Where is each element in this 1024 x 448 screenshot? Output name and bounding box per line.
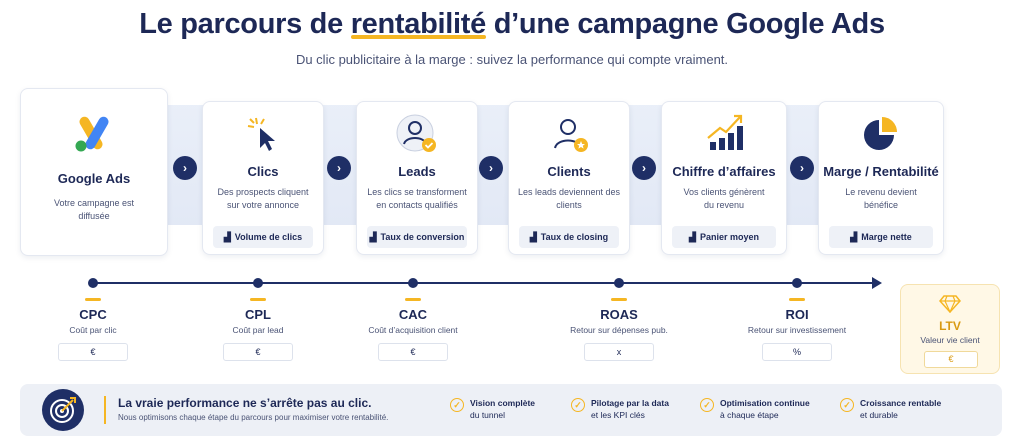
next-arrow-icon: › — [790, 156, 814, 180]
kpi-chip: ▟Marge nette — [829, 226, 933, 248]
ltv-box: LTV Valeur vie client € — [900, 284, 1000, 374]
title-highlight: rentabilité — [350, 8, 486, 40]
step-card-chiffre-affaires: Chiffre d’affaires Vos clients génèrent … — [661, 101, 787, 255]
step-title: Chiffre d’affaires — [672, 164, 776, 179]
bar-chart-icon: ▟ — [223, 231, 231, 242]
metric-accent — [85, 298, 101, 301]
page-title: Le parcours de rentabilité d’une campagn… — [139, 8, 885, 40]
kpi-chip: ▟Panier moyen — [672, 226, 776, 248]
step-card-clients: Clients Les leads deviennent des clients… — [508, 101, 630, 255]
timeline-dot — [408, 278, 418, 288]
metric-desc: Coût par clic — [69, 325, 117, 335]
check-circle-icon: ✓ — [840, 398, 854, 412]
step-desc: Votre campagne est diffusée — [53, 198, 135, 222]
check-circle-icon: ✓ — [700, 398, 714, 412]
step-title: Google Ads — [57, 171, 131, 186]
metric-cpl: CPL Coût par lead € — [198, 298, 318, 361]
step-card-google-ads: Google Ads Votre campagne est diffusée — [20, 88, 168, 256]
step-title: Clics — [247, 164, 279, 179]
metric-desc: Coût d’acquisition client — [368, 325, 458, 335]
check-circle-icon: ✓ — [450, 398, 464, 412]
next-arrow-icon: › — [632, 156, 656, 180]
next-arrow-icon: › — [479, 156, 503, 180]
step-desc: Les leads deviennent des clients — [517, 187, 621, 211]
ltv-desc: Valeur vie client — [920, 335, 980, 345]
diamond-icon — [939, 295, 961, 313]
user-star-icon — [554, 119, 588, 152]
bar-chart-icon: ▟ — [369, 231, 377, 242]
pie-chart-icon — [864, 117, 897, 150]
page-subtitle: Du clic publicitaire à la marge : suivez… — [295, 52, 729, 67]
metric-unit-field: % — [762, 343, 832, 361]
step-title: Leads — [398, 164, 436, 179]
footer-divider — [104, 396, 106, 424]
bar-chart-icon: ▟ — [529, 231, 537, 242]
footer-banner: La vraie performance ne s’arrête pas au … — [20, 384, 1002, 436]
metric-cpc: CPC Coût par clic € — [33, 298, 153, 361]
step-desc: Les clics se transforment en contacts qu… — [367, 187, 467, 211]
step-desc: Le revenu devient bénéfice — [845, 187, 917, 211]
google-ads-logo-icon — [75, 116, 109, 152]
step-card-marge: Marge / Rentabilité Le revenu devient bé… — [818, 101, 944, 255]
metric-unit-field: x — [584, 343, 654, 361]
step-card-clics: Clics Des prospects cliquent sur votre a… — [202, 101, 324, 255]
target-icon — [42, 389, 84, 431]
step-title: Marge / Rentabilité — [823, 164, 939, 179]
timeline-dot — [88, 278, 98, 288]
metric-accent — [789, 298, 805, 301]
check-circle-icon: ✓ — [571, 398, 585, 412]
metric-roas: ROAS Retour sur dépenses pub. x — [559, 298, 679, 361]
metric-name: CPC — [79, 307, 107, 322]
metric-cac: CAC Coût d’acquisition client € — [353, 298, 473, 361]
metric-accent — [611, 298, 627, 301]
ltv-unit-field: € — [924, 351, 978, 368]
step-card-leads: Leads Les clics se transforment en conta… — [356, 101, 478, 255]
metric-unit-field: € — [223, 343, 293, 361]
timeline-dot — [792, 278, 802, 288]
user-check-icon — [396, 114, 436, 152]
next-arrow-icon: › — [173, 156, 197, 180]
metric-name: CAC — [398, 307, 428, 322]
bar-chart-icon: ▟ — [689, 231, 696, 242]
step-desc: Des prospects cliquent sur votre annonce — [217, 187, 309, 211]
ltv-name: LTV — [939, 319, 961, 333]
metric-name: ROAS — [600, 307, 638, 322]
timeline-dot — [614, 278, 624, 288]
metric-desc: Retour sur investissement — [747, 325, 847, 335]
metric-accent — [250, 298, 266, 301]
footer-headline: La vraie performance ne s’arrête pas au … — [118, 396, 372, 410]
metric-roi: ROI Retour sur investissement % — [737, 298, 857, 361]
metric-unit-field: € — [58, 343, 128, 361]
metric-name: ROI — [785, 307, 809, 322]
next-arrow-icon: › — [327, 156, 351, 180]
metric-accent — [405, 298, 421, 301]
kpi-chip: ▟Taux de closing — [519, 226, 619, 248]
step-desc: Vos clients génèrent du revenu — [683, 187, 765, 211]
footer-sub: Nous optimisons chaque étape du parcours… — [118, 413, 389, 422]
timeline-arrow-icon — [872, 277, 882, 289]
metric-unit-field: € — [378, 343, 448, 361]
metric-desc: Coût par lead — [232, 325, 284, 335]
metrics-timeline — [92, 282, 876, 284]
metric-desc: Retour sur dépenses pub. — [570, 325, 668, 335]
step-title: Clients — [547, 164, 591, 179]
timeline-dot — [253, 278, 263, 288]
cursor-click-icon — [247, 117, 275, 151]
kpi-chip: ▟Taux de conversion — [367, 226, 467, 248]
kpi-chip: ▟Volume de clics — [213, 226, 313, 248]
growth-chart-icon — [707, 114, 743, 150]
bar-chart-icon: ▟ — [850, 231, 858, 242]
metric-name: CPL — [245, 307, 271, 322]
